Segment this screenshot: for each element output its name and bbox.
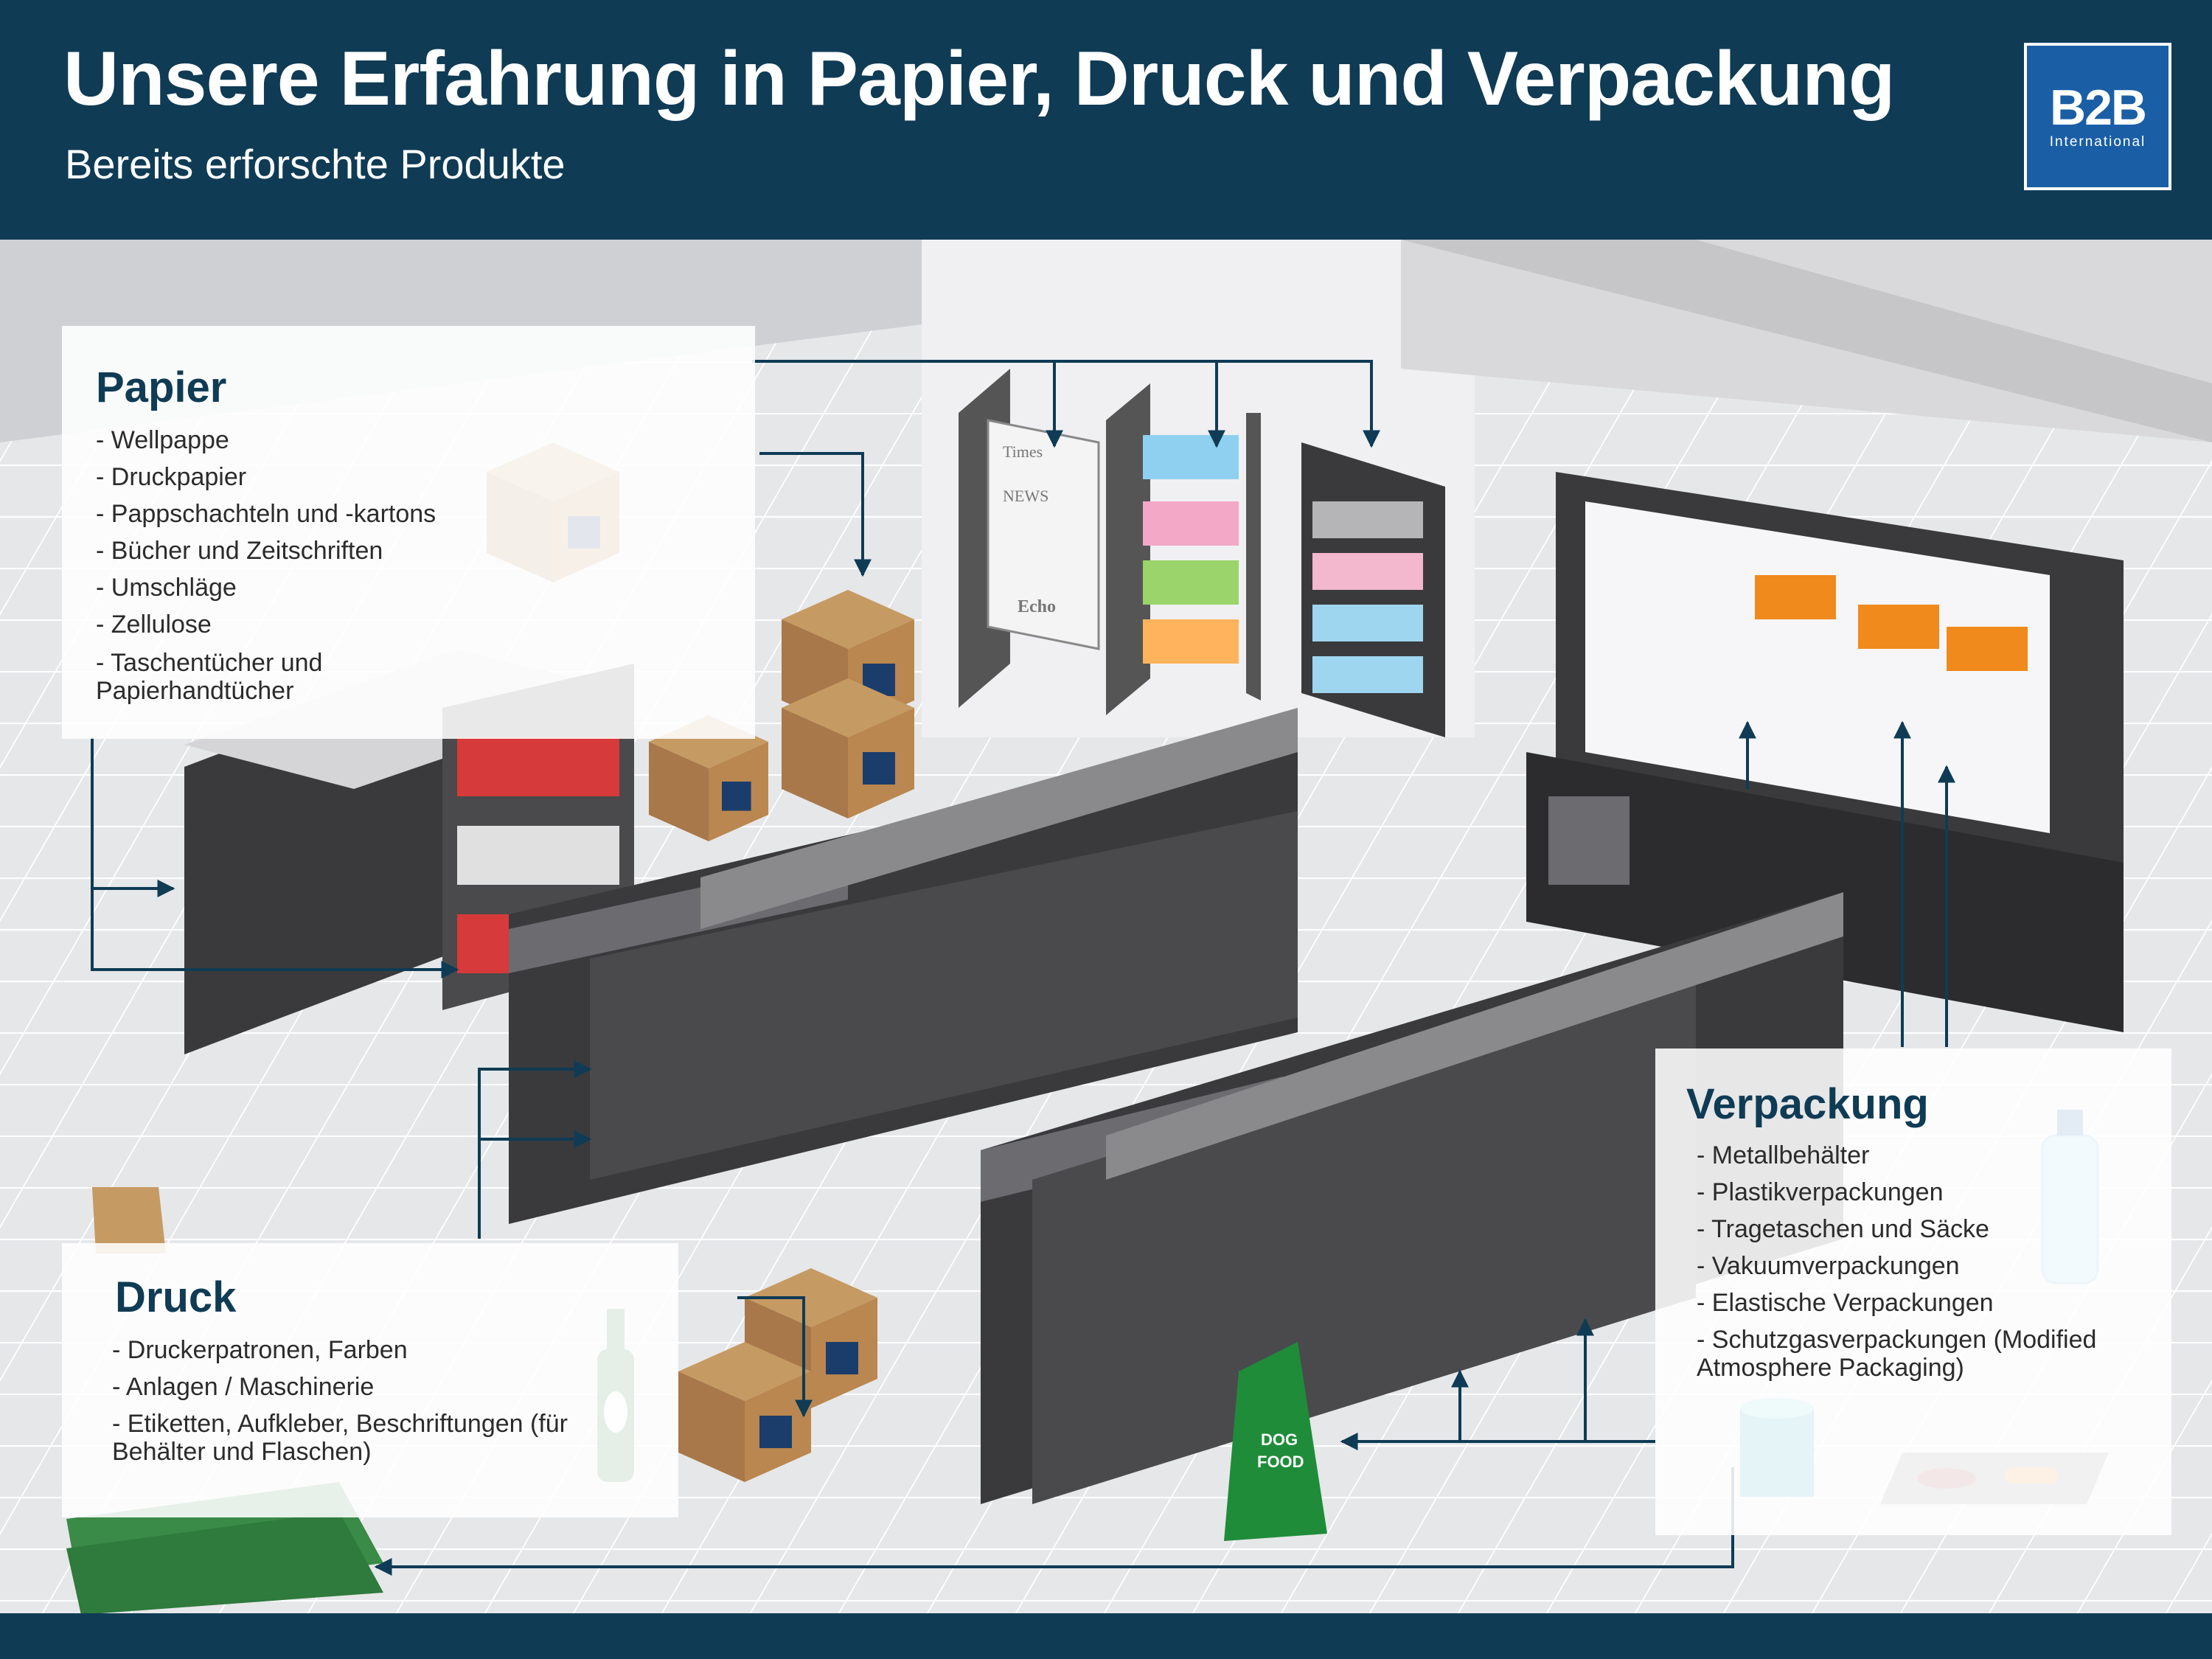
papier-title: Papier [96,364,227,411]
cardboard-box-druck-2 [678,1342,811,1482]
list-item: - Metallbehälter [1697,1141,1870,1169]
verpackung-list: - Metallbehälter - Plastikverpackungen -… [1697,1137,2110,1391]
druck-title: Druck [115,1273,237,1321]
list-item: - Schutzgasverpackungen (Modified Atmosp… [1697,1326,2097,1382]
panel-druck: Druck - Druckerpatronen, Farben - Anlage… [62,1243,678,1517]
refrigerator [1526,472,2124,1032]
list-item: - Druckpapier [96,463,247,491]
shelf-bottles [509,708,1298,1224]
list-item: - Wellpappe [96,426,229,454]
dog-food-label-2: FOOD [1257,1453,1304,1471]
paper-bag-icon [92,1187,166,1253]
panel-papier: Papier - Wellpappe - Druckpapier - Papps… [62,326,755,739]
list-item: - Umschläge [96,574,237,602]
page-title: Unsere Erfahrung in Papier, Druck und Ve… [63,36,1895,122]
list-item: - Pappschachteln und -kartons [96,500,437,528]
list-item: - Elastische Verpackungen [1697,1289,1994,1317]
list-item: - Anlagen / Maschinerie [112,1373,375,1401]
cardboard-box-stack-2 [782,678,914,818]
papier-list: - Wellpappe - Druckpapier - Pappschachte… [96,422,509,714]
logo-sub-text: International [2049,134,2146,150]
envelope-rack [1301,442,1445,737]
panel-verpackung: Verpackung - Metallbehälter - Plastikver… [1655,1048,2171,1535]
list-item: - Druckerpatronen, Farben [112,1336,408,1364]
newspaper-echo: Echo [1018,597,1056,616]
dog-food-label-1: DOG [1261,1430,1298,1449]
verpackung-title: Verpackung [1686,1080,1929,1128]
header-bar: Unsere Erfahrung in Papier, Druck und Ve… [0,0,2212,240]
footer-bar [0,1613,2212,1659]
newspaper-news: NEWS [1003,487,1048,505]
list-item: - Zellulose [96,611,212,639]
list-item: - Taschentücher und Papierhandtücher [96,649,323,705]
druck-list: - Druckerpatronen, Farben - Anlagen / Ma… [112,1332,569,1475]
list-item: - Vakuumverpackungen [1697,1252,1960,1280]
b2b-logo: B2B International [2024,43,2171,190]
logo-main-text: B2B [2049,80,2147,136]
magazine-rack: Times NEWS Echo [959,369,1261,715]
page-subtitle: Bereits erforschte Produkte [65,141,566,187]
list-item: - Bücher und Zeitschriften [96,537,383,565]
shelf-snacks [981,892,1843,1504]
newspaper-times: Times [1003,442,1043,461]
list-item: - Plastikverpackungen [1697,1178,1944,1206]
list-item: - Etiketten, Aufkleber, Beschriftungen (… [112,1410,568,1466]
list-item: - Tragetaschen und Säcke [1697,1215,1989,1243]
dog-food-bag: DOG FOOD [1224,1342,1327,1541]
